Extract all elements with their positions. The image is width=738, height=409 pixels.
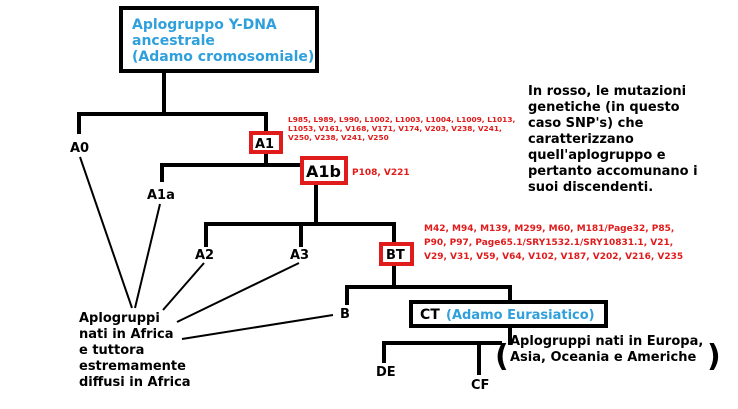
mutation-explanation-note: In rosso, le mutazioni genetiche (in que… (528, 84, 698, 195)
mutations-a1b: P108, V221 (352, 168, 410, 178)
svg-text:(: ( (495, 339, 509, 374)
svg-text:diffusi in Africa: diffusi in Africa (79, 375, 191, 390)
node-a1b: A1b (306, 162, 341, 181)
svg-text:quell'aplogruppo e: quell'aplogruppo e (528, 148, 666, 163)
svg-text:Aplogruppi nati in Europa,: Aplogruppi nati in Europa, (510, 334, 703, 349)
svg-text:genetiche (in questo: genetiche (in questo (528, 100, 680, 115)
svg-text:caratterizzano: caratterizzano (528, 132, 634, 147)
mutations-a1-line2: L1053, V161, V168, V171, V174, V203, V23… (288, 124, 502, 133)
mutations-a1-line3: V250, V238, V241, V250 (288, 133, 389, 142)
node-a1-box (249, 131, 283, 154)
node-a1a: A1a (147, 188, 175, 203)
tree-lines (77, 69, 512, 375)
africa-note: Aplogruppi nati in Africa e tuttora estr… (79, 311, 191, 390)
node-cf: CF (471, 378, 489, 393)
node-a2: A2 (195, 248, 214, 263)
node-a0: A0 (70, 141, 89, 156)
eurasia-note: ( Aplogruppi nati in Europa, Asia, Ocean… (495, 334, 721, 374)
node-ct: CT (420, 307, 440, 323)
svg-text:Asia, Oceania e Americhe: Asia, Oceania e Americhe (510, 350, 696, 365)
node-bt-box (379, 242, 414, 266)
svg-text:caso SNP's) che: caso SNP's) che (528, 116, 644, 131)
node-a3: A3 (290, 248, 309, 263)
mutations-a1-line1: L985, L989, L990, L1002, L1003, L1004, L… (288, 115, 515, 124)
node-bt: BT (386, 248, 405, 263)
mutations-bt-line2: P90, P97, Page65.1/SRY1532.1/SRY10831.1,… (424, 238, 673, 248)
node-ct-box (409, 300, 608, 328)
mutations-bt-line3: V29, V31, V59, V64, V102, V187, V202, V2… (424, 252, 683, 262)
node-a1: A1 (255, 137, 274, 152)
node-de: DE (376, 365, 396, 380)
svg-text:Aplogruppi: Aplogruppi (79, 311, 160, 326)
root-title-line3: (Adamo cromosomiale) (132, 49, 314, 65)
root-box (119, 6, 319, 73)
svg-text:nati in Africa: nati in Africa (79, 327, 174, 342)
svg-text:estremamente: estremamente (79, 359, 186, 374)
svg-text:): ) (707, 339, 721, 374)
svg-text:e tuttora: e tuttora (79, 343, 144, 358)
svg-text:pertanto accomunano i: pertanto accomunano i (528, 164, 698, 179)
node-ct-adam: (Adamo Eurasiatico) (446, 308, 595, 323)
root-title-line2: ancestrale (132, 33, 215, 49)
node-b: B (340, 307, 350, 322)
svg-text:In rosso, le mutazioni: In rosso, le mutazioni (528, 84, 686, 99)
node-a1b-box (300, 156, 348, 185)
root-title-line1: Aplogruppo Y-DNA (132, 17, 277, 33)
svg-text:suoi discendenti.: suoi discendenti. (528, 180, 653, 195)
africa-pointer-lines (79, 156, 334, 340)
mutations-bt-line1: M42, M94, M139, M299, M60, M181/Page32, … (424, 224, 674, 234)
